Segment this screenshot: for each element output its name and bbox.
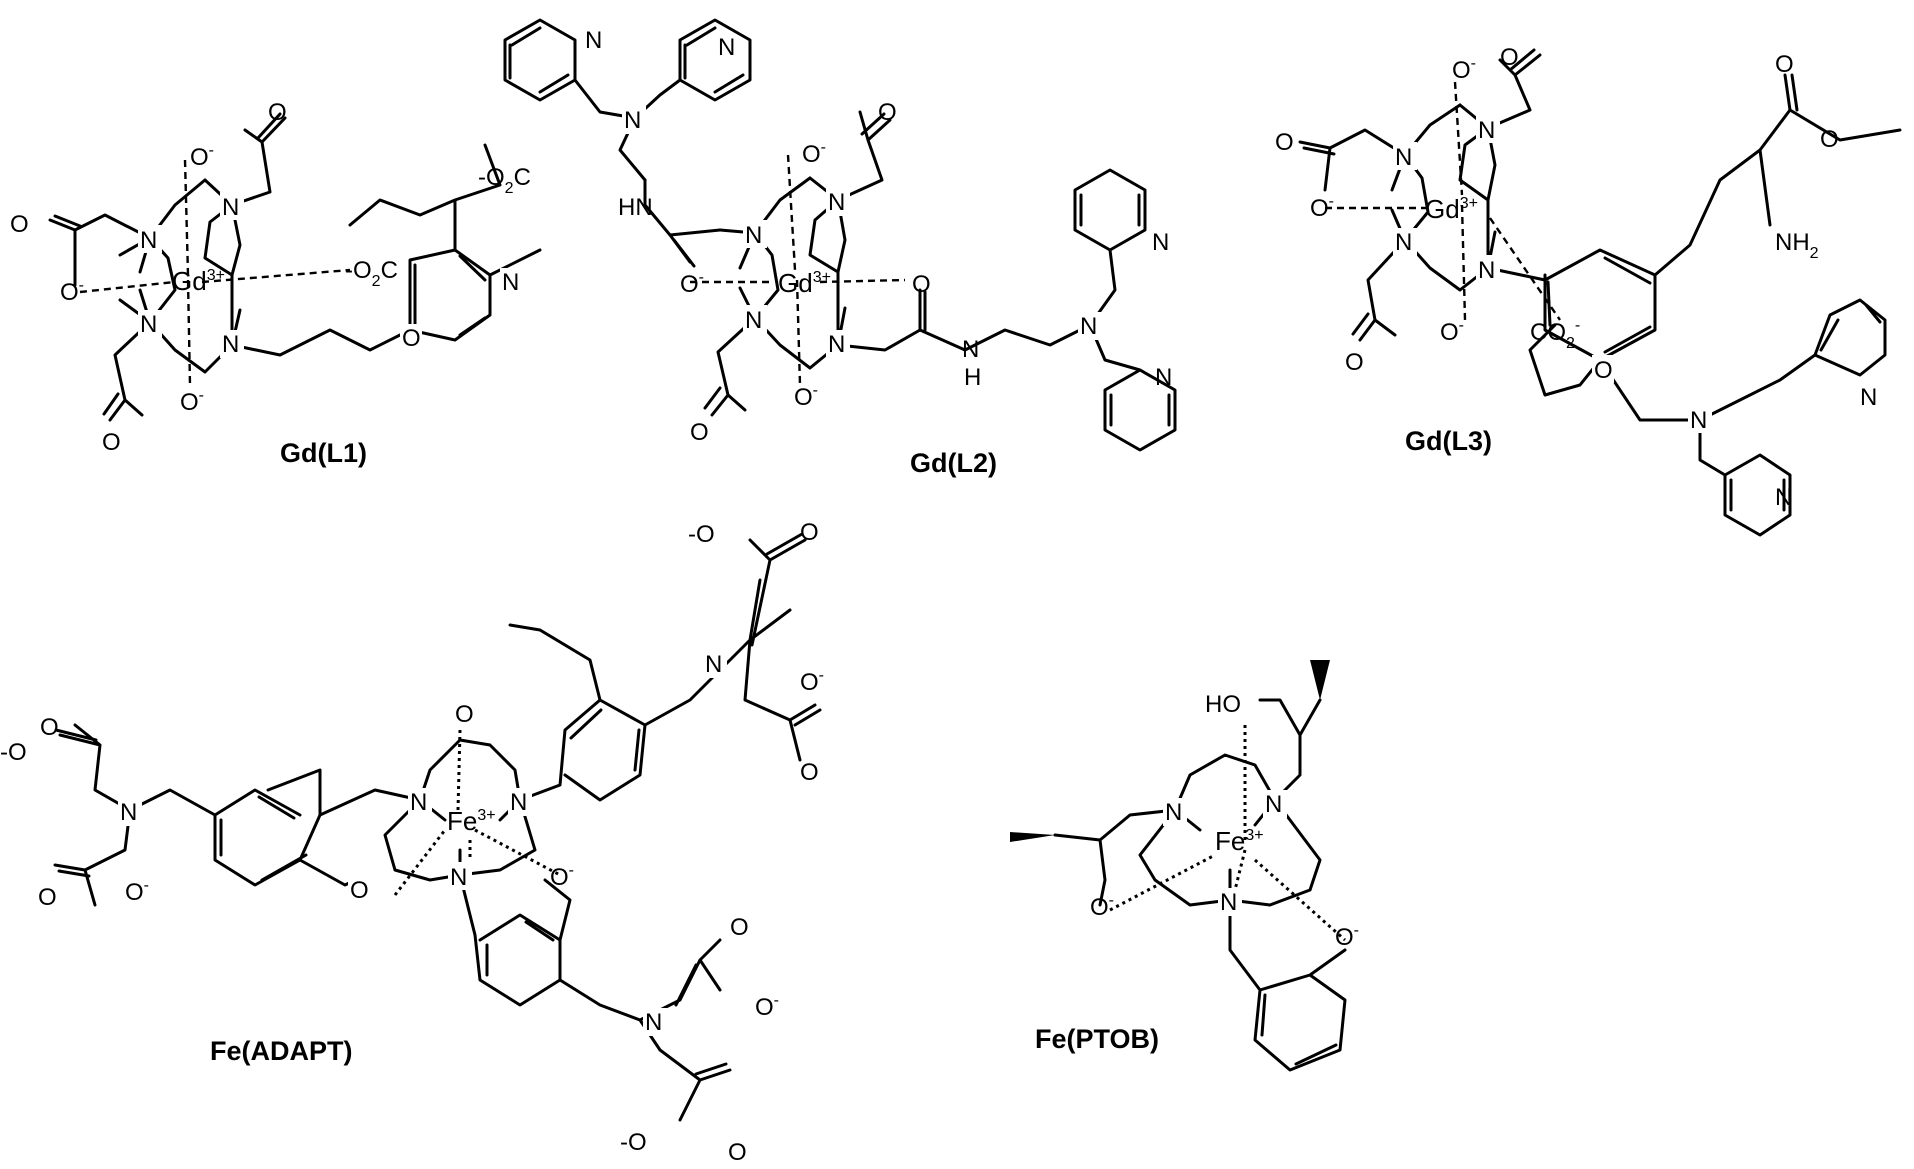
l2-o-top: O bbox=[878, 99, 897, 126]
label-fe-adapt: Fe(ADAPT) bbox=[210, 1036, 353, 1066]
l3-o-methoxy: O bbox=[1820, 126, 1839, 153]
l2-gd: Gd3+ bbox=[778, 268, 831, 298]
ptob-n3: N bbox=[1220, 889, 1237, 916]
adapt-o-l1: O bbox=[40, 714, 59, 741]
gd-l2-structure: N N N HN O- N N N N O O- O O O- N H N N … bbox=[503, 18, 1177, 478]
label-gd-l3: Gd(L3) bbox=[1405, 426, 1492, 456]
ptob-o-right: O- bbox=[1335, 922, 1359, 951]
adapt-o-b3: -O bbox=[620, 1129, 647, 1156]
adapt-n3: N bbox=[450, 864, 467, 891]
adapt-n2: N bbox=[510, 789, 527, 816]
fe-adapt-structure: N N N Fe3+ O O O- N O -O O O- N -O O O- … bbox=[0, 519, 824, 1166]
l1-o-c: O bbox=[268, 99, 287, 126]
adapt-o-t1: -O bbox=[688, 521, 715, 548]
l1-o-a: O bbox=[10, 211, 29, 238]
l3-o-botminus: O- bbox=[1440, 317, 1464, 346]
l2-o-amide: O- bbox=[680, 269, 704, 298]
l2-pyN1: N bbox=[585, 27, 602, 54]
l2-n-amine2: N bbox=[1080, 313, 1097, 340]
l3-nh2: NH2 bbox=[1775, 229, 1819, 262]
l1-o2c: -O2C bbox=[345, 257, 398, 290]
label-gd-l2: Gd(L2) bbox=[910, 448, 997, 478]
l2-hn: HN bbox=[618, 194, 653, 221]
l2-n2: N bbox=[828, 189, 845, 216]
l2-pyN3: N bbox=[1152, 229, 1169, 256]
l2-n4: N bbox=[828, 331, 845, 358]
fe-ptob-structure: HO N N N Fe3+ O- O- Fe(PTOB) bbox=[1010, 660, 1359, 1072]
adapt-n-bottom: N bbox=[645, 1009, 662, 1036]
l1-n2: N bbox=[222, 194, 239, 221]
l1-n-aryl: N bbox=[502, 269, 519, 296]
l1-o-b: O- bbox=[60, 277, 84, 306]
l3-o-ether: O bbox=[1594, 357, 1613, 384]
l2-n1: N bbox=[745, 222, 762, 249]
adapt-o-l3: O bbox=[38, 884, 57, 911]
ptob-o-left: O- bbox=[1090, 892, 1114, 921]
adapt-o-top: O bbox=[455, 701, 474, 728]
adapt-n1: N bbox=[410, 789, 427, 816]
l3-o-bottom: O bbox=[1345, 349, 1364, 376]
adapt-n-top: N bbox=[705, 651, 722, 678]
l3-n3: N bbox=[1395, 229, 1412, 256]
l2-nh: N bbox=[962, 336, 979, 363]
l1-n3: N bbox=[140, 311, 157, 338]
adapt-o-t4: O bbox=[800, 759, 819, 786]
l3-n1: N bbox=[1395, 144, 1412, 171]
ptob-fe: Fe3+ bbox=[1215, 826, 1264, 856]
label-gd-l1: Gd(L1) bbox=[280, 438, 367, 468]
adapt-o-b1: O bbox=[730, 914, 749, 941]
adapt-o-left: O bbox=[350, 877, 369, 904]
l2-o-bottom: O bbox=[690, 419, 709, 446]
l1-o-f: O- bbox=[180, 387, 204, 416]
adapt-fe: Fe3+ bbox=[447, 806, 496, 836]
l3-o-left: O bbox=[1275, 129, 1294, 156]
l3-co2: CO2- bbox=[1530, 317, 1580, 352]
l1-co2: -O2C bbox=[478, 164, 531, 197]
l1-n4: N bbox=[222, 331, 239, 358]
l2-o-amide2: O bbox=[912, 271, 931, 298]
adapt-o-l4: O- bbox=[125, 877, 149, 906]
l2-o-topminus: O- bbox=[802, 139, 826, 168]
ptob-n2: N bbox=[1265, 791, 1282, 818]
adapt-o-t3: O- bbox=[800, 667, 824, 696]
l3-gd: Gd3+ bbox=[1425, 194, 1478, 224]
l2-n3: N bbox=[745, 307, 762, 334]
gd-l1-structure: N N N N O O- O O- O O- -O2C -O2C N O Gd3… bbox=[10, 99, 542, 468]
l3-o-topminus: O- bbox=[1452, 55, 1476, 84]
label-fe-ptob: Fe(PTOB) bbox=[1035, 1024, 1159, 1054]
l1-o-ether: O bbox=[402, 325, 421, 352]
adapt-o-l2: -O bbox=[0, 739, 27, 766]
l2-o-botminus: O- bbox=[794, 382, 818, 411]
gd-l3-structure: O O- O O- O O- N N N N Gd3+ CO2- O O O N… bbox=[1275, 44, 1902, 537]
l1-o-d: O- bbox=[190, 142, 214, 171]
l1-gd: Gd3+ bbox=[172, 266, 225, 296]
ptob-ho: HO bbox=[1205, 691, 1241, 718]
l3-n4: N bbox=[1478, 257, 1495, 284]
l3-pyN2: N bbox=[1775, 484, 1792, 511]
l3-o-leftminus: O- bbox=[1310, 193, 1334, 222]
l2-pyN4: N bbox=[1155, 364, 1172, 391]
l3-pyN1: N bbox=[1860, 384, 1877, 411]
ptob-n1: N bbox=[1165, 799, 1182, 826]
l3-o-top: O bbox=[1500, 44, 1519, 71]
adapt-o-b2: O- bbox=[755, 992, 779, 1021]
l2-nh-h: H bbox=[964, 364, 981, 391]
l3-n-amine: N bbox=[1690, 407, 1707, 434]
adapt-o-b4: O bbox=[728, 1139, 747, 1166]
l2-pyN2: N bbox=[718, 34, 735, 61]
l2-n-amine: N bbox=[624, 107, 641, 134]
adapt-o-t2: O bbox=[800, 519, 819, 546]
l1-n1: N bbox=[140, 227, 157, 254]
l1-o-e: O bbox=[102, 429, 121, 456]
adapt-n-left: N bbox=[120, 799, 137, 826]
l3-n2: N bbox=[1478, 117, 1495, 144]
l3-o-ester: O bbox=[1775, 51, 1794, 78]
adapt-o-right: O- bbox=[550, 862, 574, 891]
